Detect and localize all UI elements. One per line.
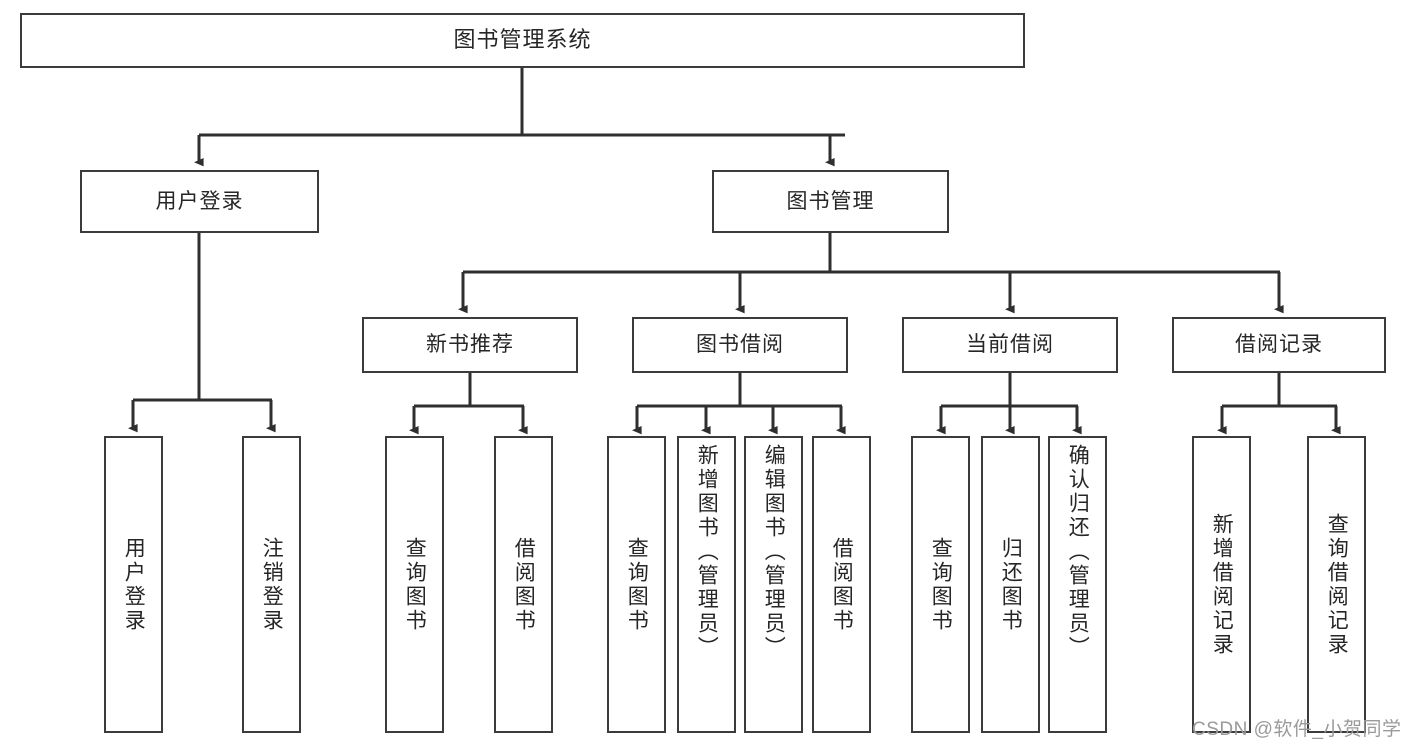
node-current-borrow[interactable]: 当前借阅 [902, 317, 1118, 373]
leaf-add-borrow-record[interactable]: 新增借阅记录 [1192, 436, 1251, 733]
leaf-logout[interactable]: 注销登录 [242, 436, 301, 733]
node-book-management[interactable]: 图书管理 [712, 170, 949, 233]
leaf-query-book-3[interactable]: 查询图书 [911, 436, 970, 733]
leaf-borrow-book-2[interactable]: 借阅图书 [812, 436, 871, 733]
node-new-book-recommend[interactable]: 新书推荐 [362, 317, 578, 373]
leaf-add-book-admin[interactable]: 新增图书（管理员） [677, 436, 736, 733]
node-book-borrow[interactable]: 图书借阅 [632, 317, 848, 373]
leaf-edit-book-admin[interactable]: 编辑图书（管理员） [744, 436, 803, 733]
leaf-user-login[interactable]: 用户登录 [104, 436, 163, 733]
leaf-query-book-2[interactable]: 查询图书 [607, 436, 666, 733]
leaf-query-book-1[interactable]: 查询图书 [385, 436, 444, 733]
node-borrow-record[interactable]: 借阅记录 [1172, 317, 1386, 373]
node-user-login[interactable]: 用户登录 [80, 170, 319, 233]
node-root-system[interactable]: 图书管理系统 [20, 13, 1025, 68]
leaf-confirm-return-admin[interactable]: 确认归还（管理员） [1048, 436, 1107, 733]
leaf-borrow-book-1[interactable]: 借阅图书 [494, 436, 553, 733]
leaf-query-borrow-record[interactable]: 查询借阅记录 [1307, 436, 1366, 733]
leaf-return-book[interactable]: 归还图书 [981, 436, 1040, 733]
